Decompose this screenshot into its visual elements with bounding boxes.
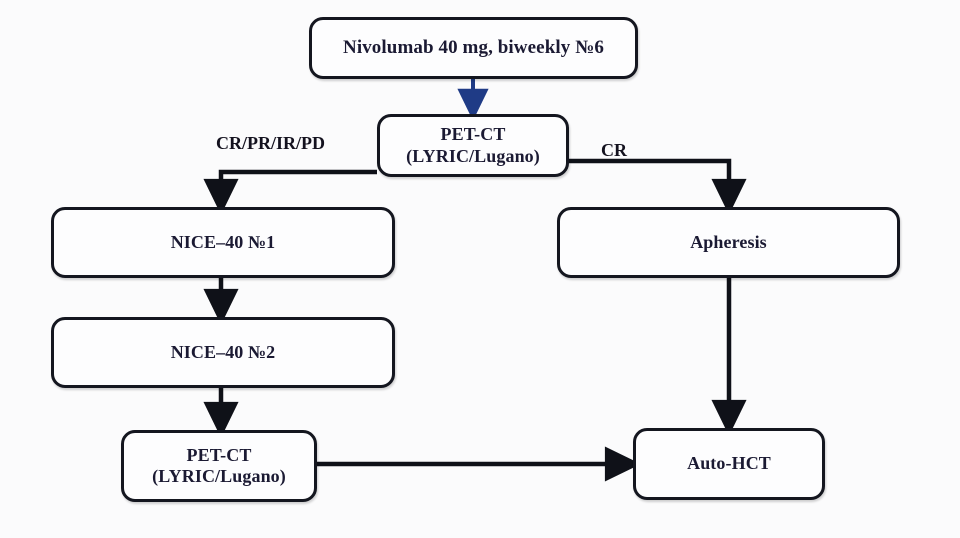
node-petct-restaging-label: PET-CT (LYRIC/Lugano) <box>152 444 286 486</box>
node-petct-assessment-label: PET-CT (LYRIC/Lugano) <box>406 124 540 166</box>
edge-petct-to-nice1 <box>203 169 377 215</box>
node-apheresis[interactable]: Apheresis <box>557 207 900 278</box>
node-nice40-cycle-1-label: NICE–40 №1 <box>170 231 276 252</box>
node-auto-hct[interactable]: Auto-HCT <box>633 428 825 500</box>
node-nice40-cycle-1[interactable]: NICE–40 №1 <box>51 207 395 278</box>
edge-label-left-branch: CR/PR/IR/PD <box>216 133 325 153</box>
node-petct-assessment[interactable]: PET-CT (LYRIC/Lugano) <box>377 114 569 177</box>
node-apheresis-label: Apheresis <box>690 231 767 252</box>
edge-petct-to-apheresis <box>569 158 747 215</box>
node-nivolumab-label: Nivolumab 40 mg, biweekly №6 <box>343 36 604 58</box>
node-petct-restaging[interactable]: PET-CT (LYRIC/Lugano) <box>121 430 317 502</box>
node-nivolumab[interactable]: Nivolumab 40 mg, biweekly №6 <box>309 17 638 79</box>
node-auto-hct-label: Auto-HCT <box>687 453 771 474</box>
node-nice40-cycle-2-label: NICE–40 №2 <box>170 341 276 362</box>
node-nice40-cycle-2[interactable]: NICE–40 №2 <box>51 317 395 388</box>
edge-label-right-branch: CR <box>601 140 627 160</box>
